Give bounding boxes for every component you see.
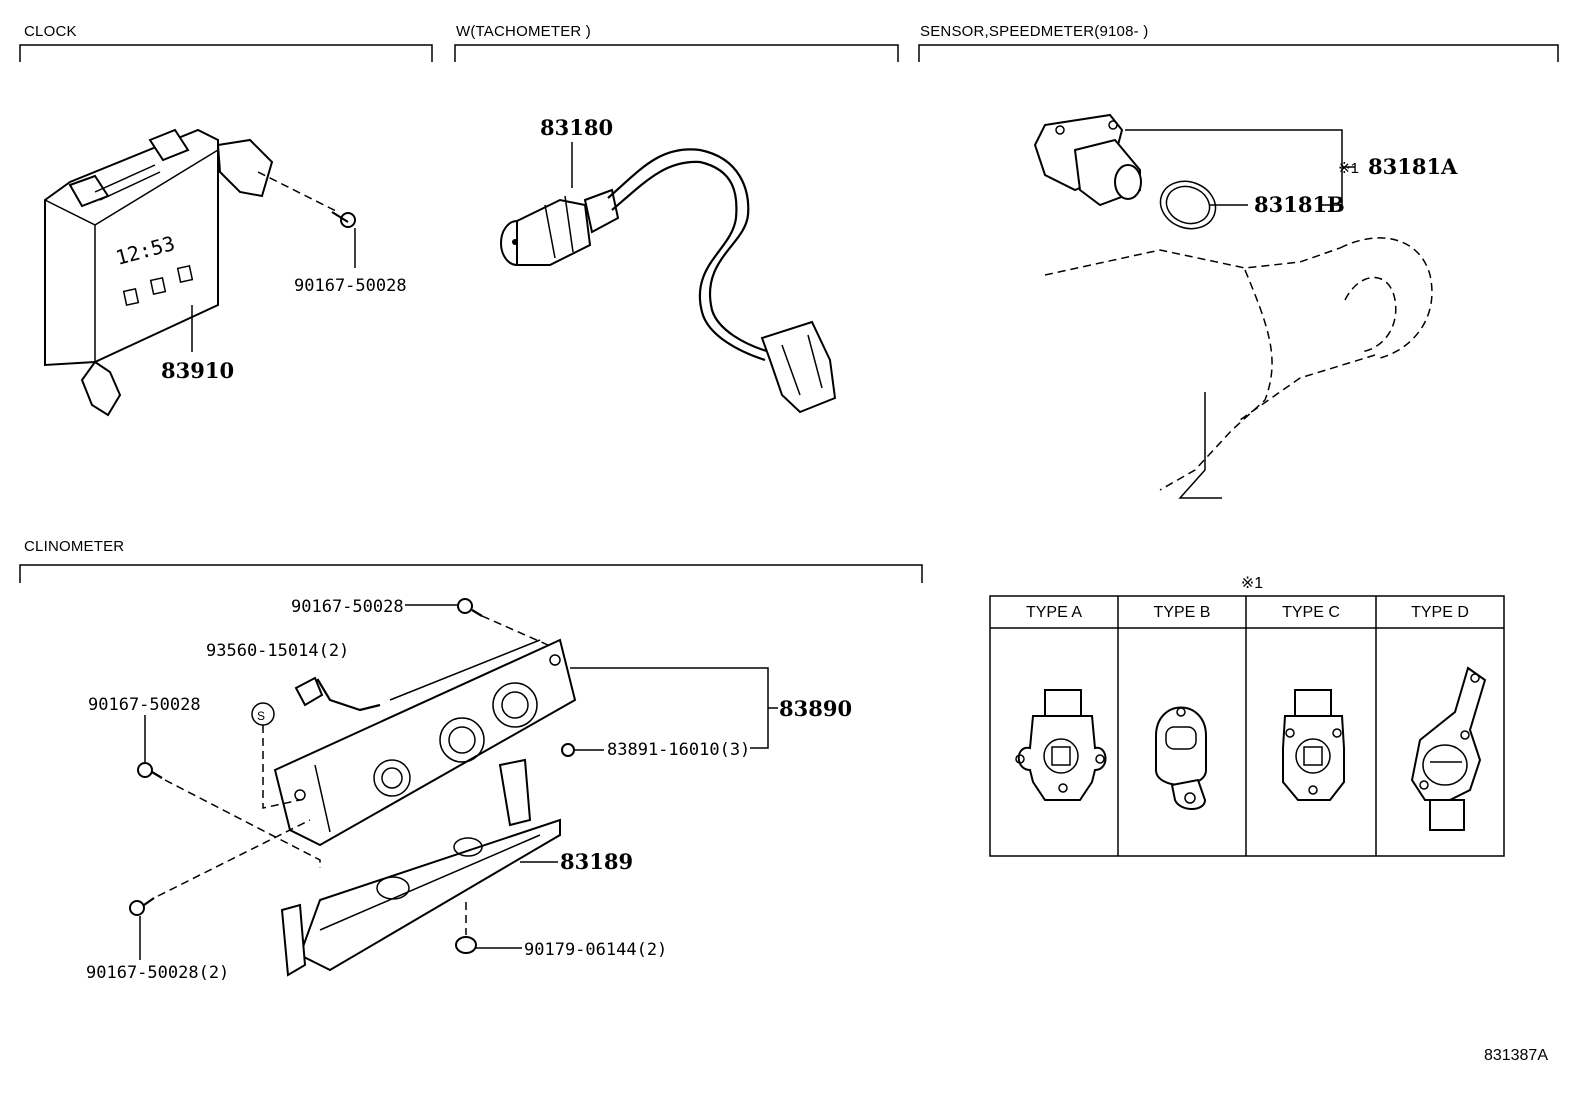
type-a-header: TYPE A bbox=[1025, 604, 1083, 621]
label-90167-50028-clock: 90167-50028 bbox=[294, 276, 407, 296]
section-title-tachometer: W(TACHOMETER ) bbox=[456, 23, 592, 40]
type-d-sensor-drawing bbox=[1410, 666, 1487, 831]
sensor-note-mark: ※1 bbox=[1338, 160, 1359, 177]
label-90179-06144: 90179-06144(2) bbox=[524, 940, 667, 960]
clinometer-bracket-drawing bbox=[280, 758, 561, 977]
type-d-header: TYPE D bbox=[1411, 604, 1469, 621]
label-83189: 83189 bbox=[560, 849, 633, 874]
label-83890: 83890 bbox=[779, 696, 852, 721]
grommet-symbol: S bbox=[257, 709, 265, 723]
type-a-sensor-drawing bbox=[1015, 689, 1107, 801]
type-c-header: TYPE C bbox=[1282, 604, 1340, 621]
type-note-mark: ※1 bbox=[1240, 575, 1264, 592]
type-table bbox=[989, 595, 1505, 857]
clock-unit-drawing: 12:53 bbox=[44, 128, 274, 417]
label-93560-15014: 93560-15014(2) bbox=[206, 641, 349, 661]
label-90167-50028-top: 90167-50028 bbox=[291, 597, 404, 617]
diagram-code: 831387A bbox=[1483, 1047, 1548, 1064]
label-83181B: 83181B bbox=[1254, 192, 1345, 217]
transmission-housing-outline bbox=[1044, 237, 1433, 499]
label-83180: 83180 bbox=[540, 115, 613, 140]
type-b-sensor-drawing bbox=[1155, 706, 1207, 810]
clinometer-assy-drawing bbox=[273, 638, 577, 847]
tacho-sender-drawing bbox=[500, 142, 837, 414]
section-title-sensor: SENSOR,SPEEDMETER(9108- ) bbox=[920, 23, 1149, 40]
label-90167-50028-bottom: 90167-50028(2) bbox=[86, 963, 229, 983]
speed-sensor-drawing bbox=[1033, 113, 1355, 230]
clinometer-fasteners-drawing bbox=[129, 598, 778, 960]
section-title-clock: CLOCK bbox=[24, 23, 77, 40]
type-b-header: TYPE B bbox=[1153, 604, 1211, 621]
label-83181A: 83181A bbox=[1368, 154, 1458, 179]
grommet-symbol-text: S bbox=[257, 709, 265, 723]
section-brackets bbox=[19, 44, 1559, 583]
label-90167-50028-left: 90167-50028 bbox=[88, 695, 201, 715]
clock-screw-drawing bbox=[191, 171, 356, 352]
label-83910: 83910 bbox=[161, 358, 234, 383]
label-83891-16010: 83891-16010(3) bbox=[607, 740, 750, 760]
section-title-clinometer: CLINOMETER bbox=[24, 538, 125, 555]
type-c-sensor-drawing bbox=[1282, 689, 1345, 801]
